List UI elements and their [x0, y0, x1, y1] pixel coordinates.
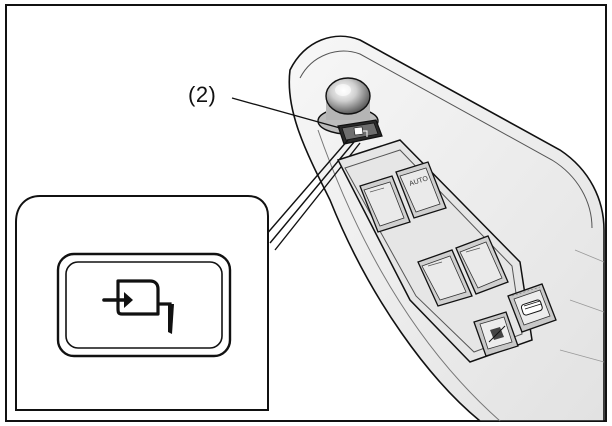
window-lock-icon: [488, 325, 506, 343]
window-switch-rear: [417, 235, 509, 307]
callout-label-2: (2): [188, 82, 217, 107]
magnified-lock-button: [56, 252, 232, 358]
lower-left-button: [473, 311, 519, 357]
lower-right-button: [507, 283, 557, 333]
window-lock-button: [337, 119, 383, 145]
callout-leader-line: [231, 97, 341, 129]
window-switch-front: AUTO: [359, 161, 447, 233]
window-lock-icon: [353, 126, 368, 137]
window-lock-icon: [102, 279, 174, 334]
door-lock-icon: [520, 299, 543, 316]
